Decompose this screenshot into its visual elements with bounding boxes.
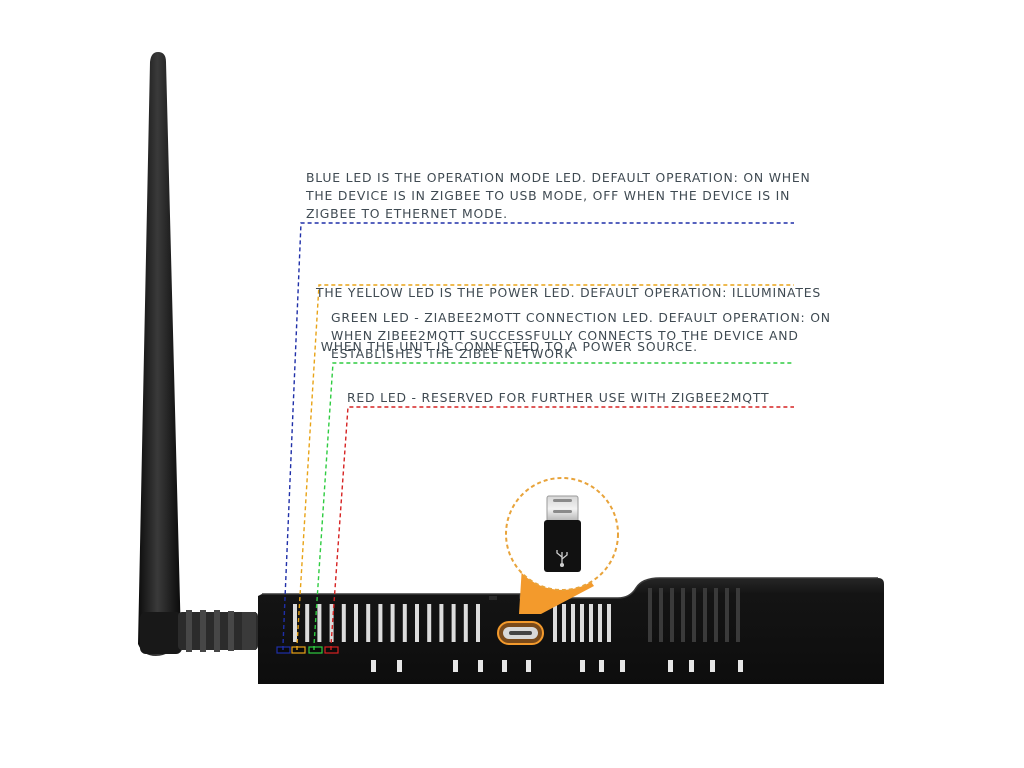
vent-slot — [738, 660, 743, 672]
vent-slot — [402, 604, 407, 642]
vent-slot — [648, 588, 652, 642]
vent-slot — [354, 604, 358, 642]
vent-slot — [562, 604, 566, 642]
caption-line: ZIGBEE TO ETHERNET MODE. — [306, 206, 508, 221]
vent-slot — [580, 604, 584, 642]
usb-c-callout — [505, 477, 619, 614]
antenna-connector — [178, 610, 258, 652]
vent-slot — [589, 604, 593, 642]
vent-slot — [341, 604, 346, 642]
vent-slot — [710, 660, 715, 672]
caption-line: WHEN THE UNIT IS CONNECTED TO A POWER SO… — [316, 339, 698, 354]
vent-slot — [502, 660, 507, 672]
vent-slot — [736, 588, 740, 642]
caption-line: THE YELLOW LED IS THE POWER LED. DEFAULT… — [316, 285, 822, 300]
vent-slot — [305, 604, 310, 642]
usb-icon — [556, 550, 568, 568]
vent-slot — [317, 604, 322, 642]
antenna-icon — [138, 52, 258, 656]
leader-line-green — [313, 362, 794, 650]
caption-line: ESTABLISHES THE ZIBEE NETWORK — [331, 346, 574, 361]
vent-slot — [371, 660, 376, 672]
caption-line: RED LED - RESERVED FOR FURTHER USE WITH … — [347, 390, 770, 405]
vent-slot — [599, 660, 604, 672]
leader-line-yellow — [296, 284, 794, 650]
red-led-caption: RED LED - RESERVED FOR FURTHER USE WITH … — [347, 389, 769, 407]
vent-slot — [415, 604, 419, 642]
vent-slot — [670, 588, 674, 642]
leader-line-blue — [282, 222, 794, 650]
vent-slot — [714, 588, 718, 642]
vent-slot — [439, 604, 444, 642]
vent-slot — [427, 604, 432, 642]
vent-slot — [390, 604, 395, 642]
yellow-led — [291, 646, 306, 654]
vent-slot — [478, 660, 483, 672]
green-led-caption: GREEN LED - ZIABEE2MOTT CONNECTION LED. … — [331, 309, 831, 363]
vent-slot — [553, 604, 557, 642]
vent-slot — [463, 604, 468, 642]
vent-slot — [725, 588, 729, 642]
vent-slots — [293, 588, 743, 672]
green-led — [308, 646, 323, 654]
caption-line: BLUE LED IS THE OPERATION MODE LED. DEFA… — [306, 170, 811, 185]
leader-line-red — [330, 406, 794, 650]
vent-slot — [659, 588, 663, 642]
vent-slot — [703, 588, 707, 642]
vent-slot — [692, 588, 696, 642]
caption-line: WHEN ZIBEE2MQTT SUCCESSFULLY CONNECTS TO… — [331, 328, 799, 343]
leader-lines — [282, 222, 794, 650]
caption-line: GREEN LED - ZIABEE2MOTT CONNECTION LED. … — [331, 310, 831, 325]
vent-slot — [378, 604, 383, 642]
vent-slot — [526, 660, 531, 672]
caption-line: THE DEVICE IS IN ZIGBEE TO USB MODE, OFF… — [306, 188, 791, 203]
vent-slot — [293, 604, 297, 642]
vent-slot — [689, 660, 694, 672]
usb-c-plug-icon — [544, 495, 581, 572]
vent-slot — [476, 604, 480, 642]
vent-slot — [668, 660, 673, 672]
vent-slot — [571, 604, 575, 642]
vent-slot — [397, 660, 402, 672]
vent-slot — [453, 660, 458, 672]
device-body — [258, 577, 884, 684]
vent-slot — [451, 604, 456, 642]
vent-slot — [607, 604, 611, 642]
usb-c-port[interactable] — [497, 621, 544, 645]
vent-slot — [366, 604, 371, 642]
vent-slot — [329, 604, 334, 642]
vent-slot — [598, 604, 602, 642]
yellow-led-caption: THE YELLOW LED IS THE POWER LED. DEFAULT… — [316, 248, 821, 374]
blue-led-caption: BLUE LED IS THE OPERATION MODE LED. DEFA… — [306, 169, 811, 223]
vent-slot — [681, 588, 685, 642]
vent-slot — [620, 660, 625, 672]
vent-slot — [580, 660, 585, 672]
